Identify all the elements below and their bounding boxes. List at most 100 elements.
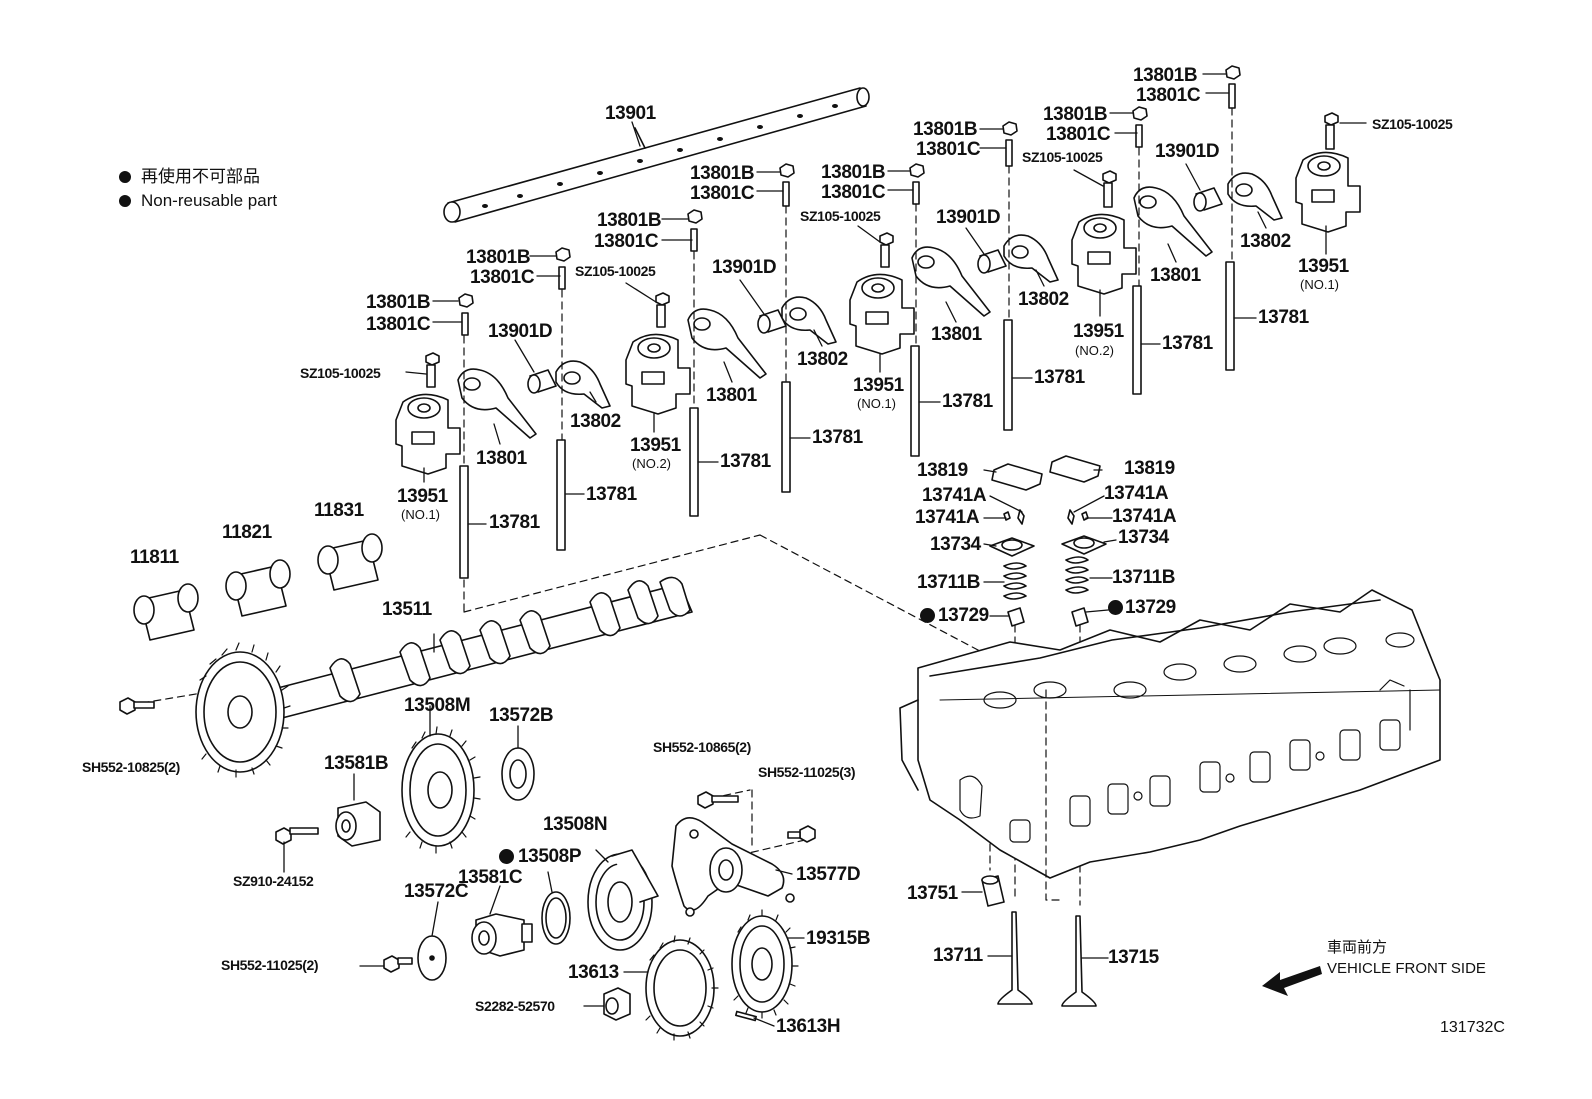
label-13581b: 13581B (324, 753, 389, 774)
label-13901: 13901 (605, 103, 656, 124)
label-13951-variant: (NO.2) (632, 456, 671, 471)
label-13901d: 13901D (712, 257, 777, 278)
label-13801: 13801 (1150, 265, 1201, 286)
label-13801b: 13801B (821, 162, 886, 183)
label-11811: 11811 (130, 547, 179, 568)
label-13901d: 13901D (936, 207, 1001, 228)
label-13801c: 13801C (916, 139, 981, 160)
leader-lines (283, 73, 1367, 1027)
label-13751: 13751 (907, 883, 958, 904)
label-13801c: 13801C (366, 314, 431, 335)
label-13801b: 13801B (690, 163, 755, 184)
legend-japanese: 再使用不可部品 (141, 167, 260, 186)
label-13801b: 13801B (466, 247, 531, 268)
thrust-plate-13572b (501, 747, 535, 801)
label-sz105-10025: SZ105-10025 (575, 263, 656, 279)
shaft-13581c (471, 913, 533, 957)
bolt-sh552-11025-2 (383, 955, 413, 973)
label-13801b: 13801B (366, 292, 431, 313)
label-13951: 13951 (853, 375, 904, 396)
label-13801: 13801 (706, 385, 757, 406)
label-13801c: 13801C (1046, 124, 1111, 145)
label-13801c: 13801C (1136, 85, 1201, 106)
label-13741a: 13741A (922, 485, 987, 506)
non-reusable-marker (920, 608, 935, 623)
camshaft (195, 576, 693, 778)
label-13715: 13715 (1108, 947, 1159, 968)
label-13801c: 13801C (821, 182, 886, 203)
adjust-screws (458, 65, 1241, 336)
non-reusable-marker (1108, 600, 1123, 615)
label-13741a: 13741A (1104, 483, 1169, 504)
idler-gear (401, 726, 481, 854)
bolt-sz910 (275, 827, 319, 845)
label-13711b: 13711B (1112, 567, 1176, 588)
label-13581c: 13581C (458, 867, 523, 888)
label-13613h: 13613H (776, 1016, 841, 1037)
label-13951-variant: (NO.1) (857, 396, 896, 411)
label-sh552-11025-3: SH552-11025(3) (758, 764, 856, 780)
label-13801: 13801 (931, 324, 982, 345)
plate-13572c (417, 935, 447, 981)
label-sh552-10865: SH552-10865(2) (653, 739, 751, 755)
front-label-japanese: 車両前方 (1327, 939, 1388, 956)
valve-parts (981, 455, 1107, 1007)
non-reusable-marker (499, 849, 514, 864)
label-sz105-10025: SZ105-10025 (1372, 116, 1453, 132)
label-13781: 13781 (812, 427, 863, 448)
label-sz105-10025: SZ105-10025 (1022, 149, 1103, 165)
label-13819: 13819 (917, 460, 968, 481)
label-13801c: 13801C (690, 183, 755, 204)
label-13741a: 13741A (1112, 506, 1177, 527)
label-13734: 13734 (1118, 527, 1169, 548)
label-13508p: 13508P (518, 846, 582, 867)
label-sz910-24152: SZ910-24152 (233, 873, 314, 889)
label-19315b: 19315B (806, 928, 871, 949)
label-13511: 13511 (382, 599, 432, 620)
label-sh552-10825: SH552-10825(2) (82, 759, 180, 775)
idler-shaft-13581b (335, 801, 381, 847)
label-13901d: 13901D (1155, 141, 1220, 162)
cylinder-head (899, 589, 1441, 901)
diagram-code: 131732C (1440, 1019, 1505, 1036)
label-13781: 13781 (1034, 367, 1085, 388)
label-s2282-52570: S2282-52570 (475, 998, 555, 1014)
label-sh552-11025-2: SH552-11025(2) (221, 957, 319, 973)
cam-bearings (133, 533, 383, 641)
bracket-13577d (671, 817, 795, 917)
label-13951-variant: (NO.1) (401, 507, 440, 522)
bushings (527, 187, 1223, 394)
label-13951-variant: (NO.1) (1300, 277, 1339, 292)
label-13802: 13802 (797, 349, 848, 370)
label-13781: 13781 (942, 391, 993, 412)
label-11821: 11821 (222, 522, 272, 543)
label-13801: 13801 (476, 448, 527, 469)
label-13781: 13781 (1258, 307, 1309, 328)
label-13572b: 13572B (489, 705, 554, 726)
bolt-sh552-11025-3 (787, 825, 816, 843)
rocker-arms-short (555, 172, 1283, 409)
label-11831: 11831 (314, 500, 364, 521)
label-13781: 13781 (1162, 333, 1213, 354)
label-13801b: 13801B (597, 210, 662, 231)
label-13801c: 13801C (594, 231, 659, 252)
legend-english: Non-reusable part (141, 191, 278, 210)
legend-dot-en (119, 195, 131, 207)
label-13951: 13951 (1298, 256, 1349, 277)
label-13801c: 13801C (470, 267, 535, 288)
label-13951: 13951 (397, 486, 448, 507)
gear-19315b (731, 909, 799, 1019)
label-13802: 13802 (1240, 231, 1291, 252)
label-13711b: 13711B (917, 572, 981, 593)
label-13802: 13802 (570, 411, 621, 432)
o-ring-13508p (541, 891, 571, 945)
label-13801b: 13801B (1133, 65, 1198, 86)
label-13802: 13802 (1018, 289, 1069, 310)
label-13819: 13819 (1124, 458, 1175, 479)
rocker-arms (457, 186, 1213, 439)
label-13508n: 13508N (543, 814, 608, 835)
label-13729: 13729 (1125, 597, 1176, 618)
label-sz105-10025: SZ105-10025 (800, 208, 881, 224)
label-13572c: 13572C (404, 881, 469, 902)
front-arrow (1262, 966, 1322, 996)
